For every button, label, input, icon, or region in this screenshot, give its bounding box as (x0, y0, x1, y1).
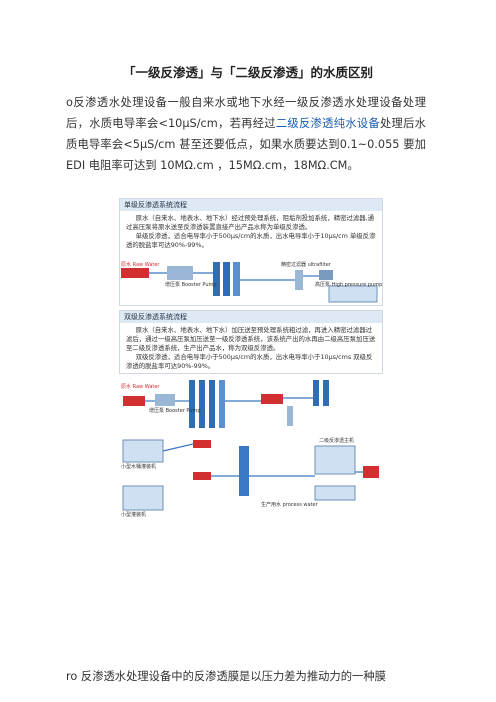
intro-text-2: 处理后水质电导率会<5μS/cm 甚至还要低点，如果水质要达到0.1~0.055… (66, 117, 426, 172)
figure-desc-line: 单级反渗透，适合电导率小于500μs/cm的水质，出水电导率小于10μs/cm … (126, 232, 376, 249)
figure-description: 原水（自来水、地表水、地下水）经过预处理系统，阻垢剂投加系统，精密过滤器,通过高… (120, 211, 382, 250)
tank-shape (239, 446, 249, 496)
filter-column-shape (199, 380, 205, 428)
double-stage-ro-figure: 双级反渗透系统流程 原水（自来水、地表水、地下水）加压送至预处理系统粗过滤，再进… (119, 310, 383, 374)
figure-description: 原水（自来水、地表水、地下水）加压送至预处理系统粗过滤，再进入精密过滤器过滤后，… (120, 323, 382, 371)
filter-column-shape (219, 380, 225, 428)
filter-shape (295, 270, 303, 290)
booster-pump-shape (155, 394, 175, 406)
intro-text-1: o反渗透水处理设备一般自来水或地下水经一级反渗透水处理设备处理后，水质电导率会<… (66, 96, 426, 130)
filling-machine-shape (122, 439, 164, 463)
bottle-label: 小型灌装机 (121, 512, 147, 518)
filter-column-shape (233, 262, 240, 296)
pump-shape (193, 472, 211, 480)
ro2-label: 二级反渗透主机 (319, 438, 355, 444)
figure-header: 单级反渗透系统流程 (120, 199, 382, 211)
product-water-label: 生产用水 process water (261, 502, 318, 508)
pump-shape (363, 466, 379, 478)
booster-label: 增压泵 Booster Pump (165, 282, 217, 288)
flow-diagram-graphic (122, 380, 379, 511)
page-title: 「一级反渗透」与「二级反渗透」的水质区别 (122, 65, 373, 80)
double-stage-diagram: 原水 Raw Water 增压泵 Booster Pump 小型水桶灌装机 小型… (119, 376, 383, 646)
filter-column-shape (189, 380, 195, 428)
raw-tank-shape (121, 268, 149, 278)
hp-pump-shape (319, 270, 333, 280)
filling-label: 小型水桶灌装机 (121, 464, 157, 470)
filter-column-shape (323, 380, 329, 406)
figure-desc-line: 原水（自来水、地表水、地下水）加压送至预处理系统粗过滤，再进入精密过滤器过滤后，… (126, 326, 376, 352)
intro-paragraph: o反渗透水处理设备一般自来水或地下水经一级反渗透水处理设备处理后，水质电导率会<… (66, 92, 426, 176)
filter-column-shape (209, 380, 215, 428)
ro-unit-shape (328, 285, 378, 303)
product-link[interactable]: 二级反渗透纯水设备 (275, 117, 380, 130)
pump-shape (261, 394, 283, 404)
ro-unit-shape (314, 445, 356, 475)
single-stage-diagram-lower (119, 304, 383, 308)
hpp-label: 高压泵 High pressure pump (315, 282, 383, 288)
filter-column-shape (313, 380, 319, 406)
flow-diagram-graphic (121, 262, 378, 303)
filter-shape (287, 406, 293, 426)
figure-desc-line: 双级反渗透，适合电导率小于500μs/cm的水质，出水电导率小于10μs/cms… (126, 353, 373, 370)
raw-water-label: 原水 Raw Water (121, 384, 160, 390)
figure-desc-line: 原水（自来水、地表水、地下水）经过预处理系统，阻垢剂投加系统，精密过滤器,通过高… (126, 214, 375, 231)
bottom-paragraph: ro 反渗透水处理设备中的反渗透膜是以压力差为推动力的一种膜 (66, 670, 386, 683)
raw-tank-shape (123, 396, 145, 406)
raw-water-label: 原水 Raw Water (121, 262, 160, 268)
figure-header: 双级反渗透系统流程 (120, 311, 382, 323)
filter-column-shape (213, 262, 220, 296)
ro-unit-shape (314, 485, 356, 501)
filter-column-shape (223, 262, 230, 296)
single-stage-diagram: 原水 Raw Water 增压泵 Booster Pump 精密过滤器 ultr… (119, 262, 383, 304)
pump-shape (193, 440, 211, 448)
booster-pump-shape (167, 266, 193, 280)
bottle-machine-shape (122, 485, 164, 511)
filter-label: 精密过滤器 ultrafilter (281, 262, 331, 268)
booster-label: 增压泵 Booster Pump (149, 408, 201, 414)
